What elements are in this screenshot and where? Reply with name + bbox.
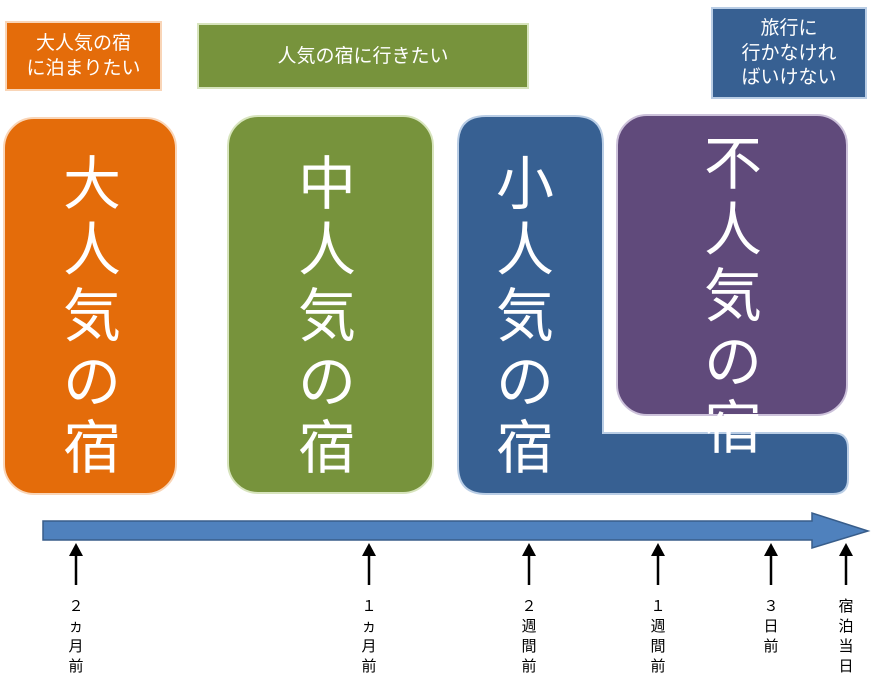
block-char: 人 [704,196,763,264]
tick-char: 前 [763,637,779,655]
tick-arrow-1-week [651,543,665,585]
block-char: 宿 [704,394,763,462]
block-char: 人 [298,216,357,284]
tick-arrow-2-weeks [522,543,536,585]
tick-char: 週 [650,617,666,635]
tick-arrow-3-days [764,543,778,585]
tick-char: 週 [521,617,537,635]
tick-char: 月 [68,637,84,655]
timeline-arrow [42,511,871,550]
tick-label-1-month: １ ヵ 月 前 [357,596,381,676]
block-char: 中 [298,150,357,218]
block-char: 人 [63,216,122,284]
tick-char: 間 [650,637,666,655]
block-char: の [496,348,555,416]
tick-char: ヵ [68,617,84,635]
orange-label: 大人気の宿 に泊まりたい [6,22,161,90]
block-char: 小 [496,150,555,218]
tick-char: ヵ [361,617,377,635]
orange-label-line: 大人気の宿 [35,32,131,55]
tick-char: 月 [361,637,377,655]
tick-arrow-stay-day [839,543,853,585]
blue-label: 旅行に 行かなけれ ばいけない [712,8,866,98]
block-char: 人 [496,216,555,284]
block-char: 気 [298,282,357,350]
tick-char: 前 [361,657,377,675]
small-block [457,115,849,495]
unpopular-block-text: 不 人 気 の 宿 [704,135,762,465]
orange-label-box [5,21,162,91]
tick-char: 泊 [838,617,854,635]
medium-block [227,115,434,494]
blue-label-line: 行かなけれ [741,41,837,64]
block-char: 宿 [298,414,357,482]
popular-block [3,117,177,495]
block-char: 宿 [496,414,555,482]
tick-char: ２ [521,597,537,615]
tick-arrow-2-months [69,543,83,585]
tick-char: 前 [68,657,84,675]
blue-label-box [711,7,867,99]
tick-char: 間 [521,637,537,655]
tick-char: 日 [763,617,779,635]
green-label: 人気の宿に行きたい [198,24,528,88]
blue-label-line: 旅行に [760,16,818,39]
tick-arrow-1-month [362,543,376,585]
tick-char: １ [650,597,666,615]
popular-block-text: 大 人 気 の 宿 [63,155,121,485]
orange-label-line: に泊まりたい [26,57,141,79]
tick-label-2-months: ２ ヵ 月 前 [64,596,88,676]
small-block-text: 小 人 気 の 宿 [496,155,554,485]
tick-char: 前 [521,657,537,675]
block-char: 宿 [63,414,122,482]
tick-char: 前 [650,657,666,675]
unpopular-block [616,114,848,416]
tick-char: 宿 [838,597,854,615]
tick-char: 当 [838,637,854,655]
block-char: 大 [63,150,122,218]
block-char: の [63,348,122,416]
medium-block-text: 中 人 気 の 宿 [298,155,356,485]
block-char: の [298,348,357,416]
tick-label-2-weeks: ２ 週 間 前 [517,596,541,676]
block-char: 気 [496,282,555,350]
green-label-box [197,23,529,89]
block-char: 気 [704,262,763,330]
block-char: の [704,328,763,396]
tick-char: ２ [68,597,84,615]
tick-label-3-days: ３ 日 前 [759,596,783,656]
tick-char: ３ [763,597,779,615]
tick-label-1-week: １ 週 間 前 [646,596,670,676]
tick-char: １ [361,597,377,615]
block-char: 不 [704,130,763,198]
green-label-line: 人気の宿に行きたい [277,44,449,67]
tick-char: 日 [838,657,854,675]
tick-label-stay-day: 宿 泊 当 日 [834,596,858,676]
blue-label-line: ばいけない [741,66,837,89]
block-char: 気 [63,282,122,350]
